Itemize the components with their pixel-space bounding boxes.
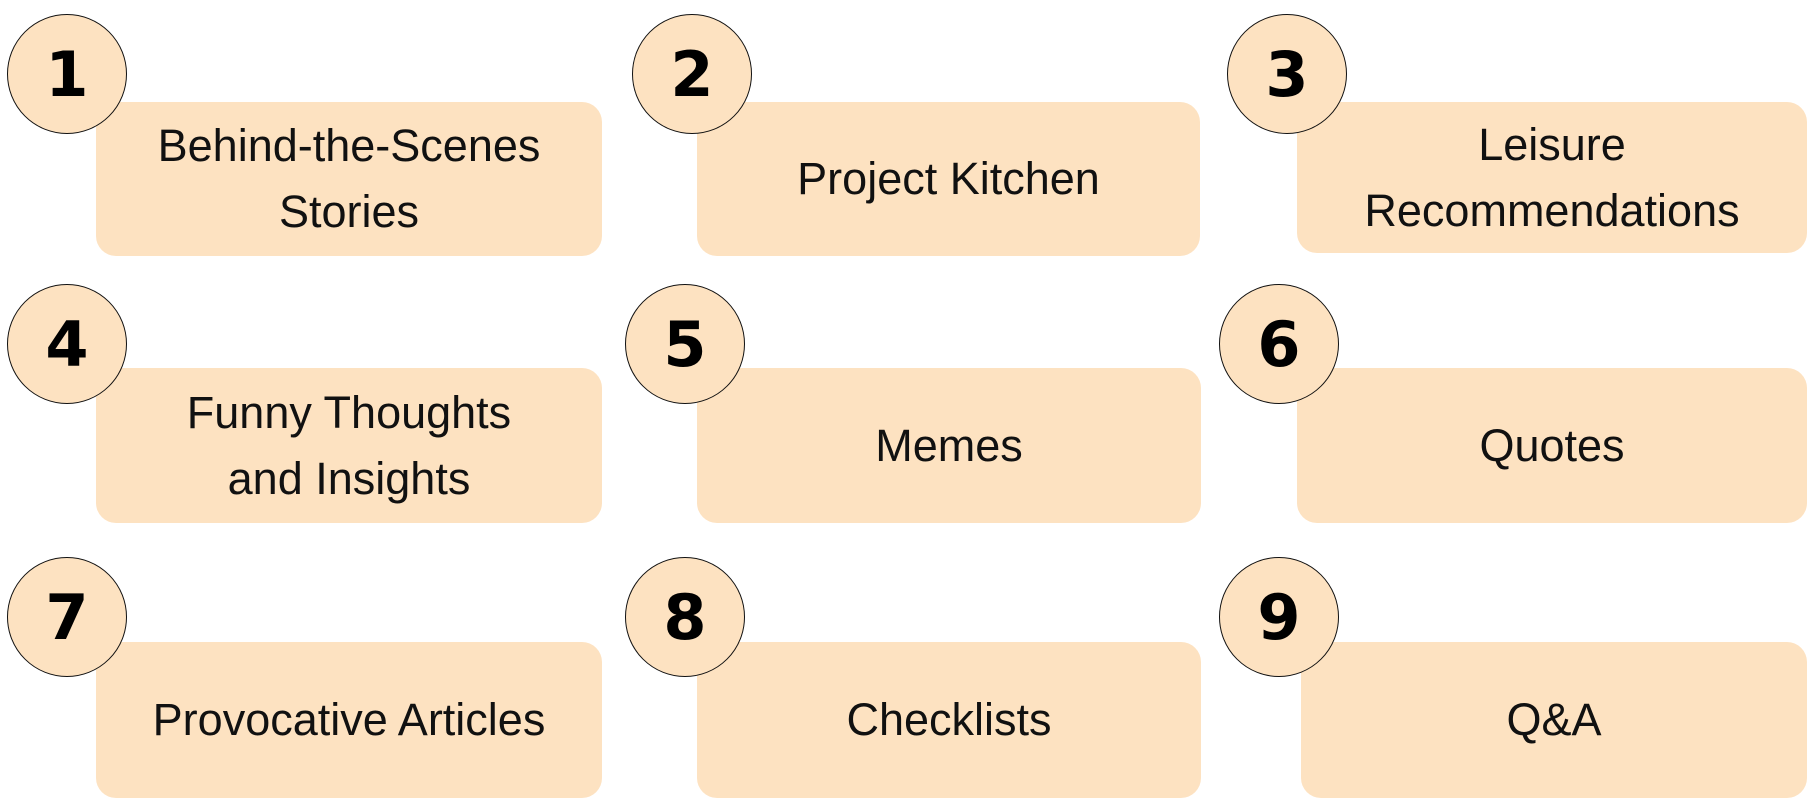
item-card-label: Memes (697, 368, 1201, 523)
number-badge: 6 (1219, 284, 1339, 404)
item-card-label: Funny Thoughts and Insights (96, 368, 602, 523)
number-badge: 7 (7, 557, 127, 677)
number-badge: 2 (632, 14, 752, 134)
number-badge: 1 (7, 14, 127, 134)
number-badge: 8 (625, 557, 745, 677)
item-card-label: Q&A (1301, 642, 1807, 798)
item-card-label: Behind-the-Scenes Stories (96, 102, 602, 256)
item-card-label: Leisure Recommendations (1297, 102, 1807, 253)
number-badge: 5 (625, 284, 745, 404)
number-badge: 4 (7, 284, 127, 404)
number-badge: 9 (1219, 557, 1339, 677)
item-card-label: Checklists (697, 642, 1201, 798)
item-card-label: Quotes (1297, 368, 1807, 523)
item-card-label: Provocative Articles (96, 642, 602, 798)
item-card-label: Project Kitchen (697, 102, 1200, 256)
number-badge: 3 (1227, 14, 1347, 134)
